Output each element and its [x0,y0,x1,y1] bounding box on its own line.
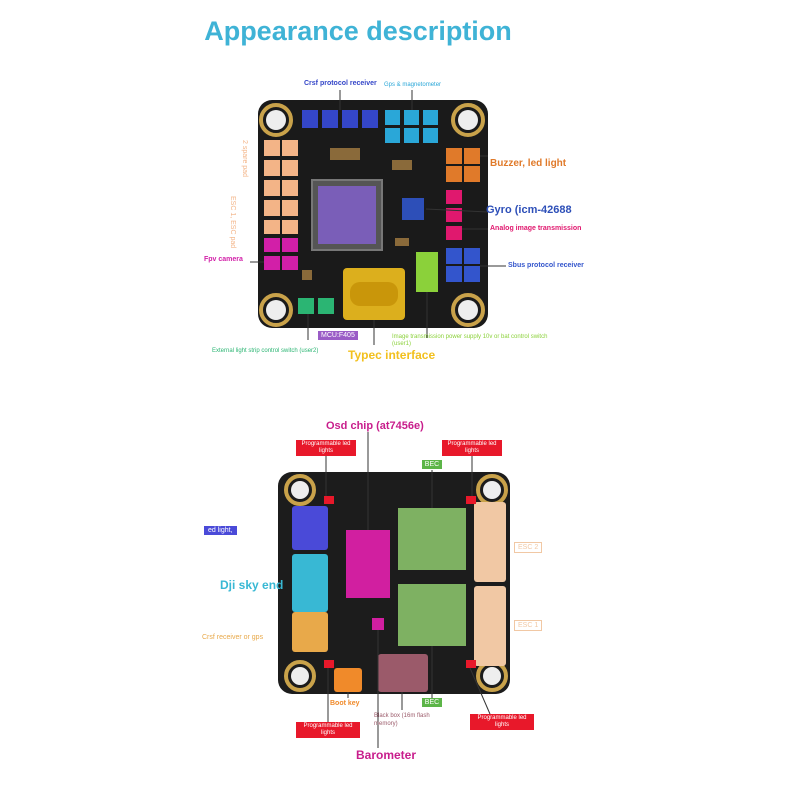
spare-pad-label: 2 spare pad [241,140,248,177]
bec-tag-top: BEC [422,460,442,469]
esc-pad-label: ESC 1, ESC pad [229,196,236,249]
prog-led-tag-bottom-right: Programmable led lights [470,714,534,730]
crsf-gps-label: Crsf receiver or gps [202,634,264,641]
black-box-label: Black box (16m flash memory) [374,713,430,727]
mcu-label: MCU:F405 [318,331,358,340]
bec-tag-bottom: BEC [422,698,442,707]
top-flight-controller-board [250,90,506,345]
led-strip-switch-label: External light strip control switch (use… [212,348,319,354]
boot-key-label: Boot key [330,700,360,707]
esc2-label: ESC 2 [514,542,543,553]
osd-chip-label: Osd chip (at7456e) [326,420,424,432]
prog-led-tag-bottom-left: Programmable led lights [296,722,360,738]
crsf-receiver-label: Crsf protocol receiver [304,80,377,87]
prog-led-tag-top-left: Programmable led lights [296,440,356,456]
prog-led-tag-top-right: Programmable led lights [442,440,502,456]
bottom-flight-controller-board [278,432,510,748]
analog-vtx-label: Analog image transmission [490,225,582,232]
page-title: Appearance description [204,16,512,46]
gyro-label: Gyro (icm-42688 [486,204,572,216]
fpv-camera-label: Fpv camera [204,256,243,263]
led-light-label: ed light, [204,526,237,535]
buzzer-led-label: Buzzer, led light [490,158,567,169]
typec-label: Typec interface [348,348,436,362]
dji-sky-end-label: Dji sky end [220,578,284,592]
vtx-power-switch-label: Image transmission power supply 10v or b… [392,334,548,347]
gps-magnetometer-label: Gps & magnetometer [384,82,442,88]
esc1-label: ESC 1 [514,620,543,631]
sbus-receiver-label: Sbus protocol receiver [508,262,584,269]
barometer-label: Barometer [356,748,417,762]
